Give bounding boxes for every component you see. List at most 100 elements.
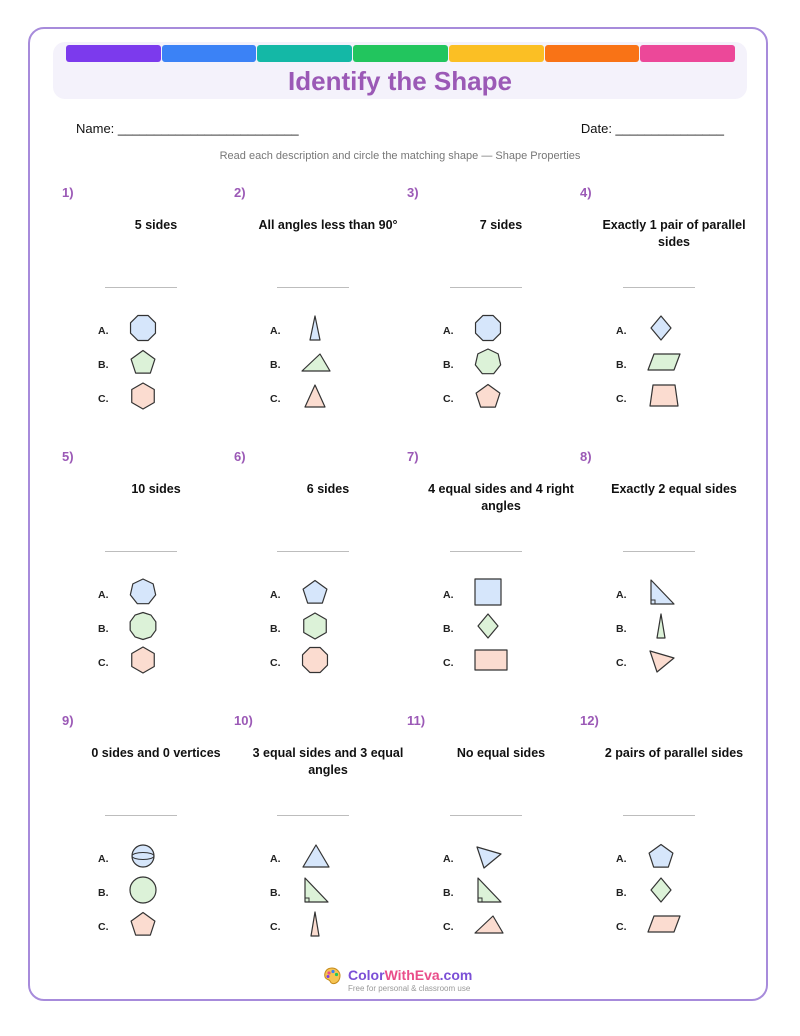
acute-triangle-tall-icon[interactable] [300, 313, 330, 343]
choice-letter: A. [616, 589, 627, 601]
answer-line[interactable] [277, 287, 349, 288]
choice-c[interactable]: C. [616, 381, 696, 415]
choice-a[interactable]: A. [98, 313, 178, 347]
pentagon-icon[interactable] [128, 347, 158, 377]
choice-letter: B. [270, 359, 281, 371]
choice-c[interactable]: C. [443, 909, 523, 943]
obtuse-triangle-icon[interactable] [473, 909, 505, 939]
brand-name[interactable]: ColorWithEva.com [348, 967, 473, 983]
choice-c[interactable]: C. [443, 645, 523, 679]
isosceles-triangle-tall-icon[interactable] [646, 611, 676, 641]
circle-icon[interactable] [128, 875, 158, 905]
rhombus-icon[interactable] [646, 313, 676, 343]
pentagon-icon[interactable] [128, 909, 158, 939]
choice-letter: B. [270, 623, 281, 635]
date-field[interactable]: Date: _______________ [580, 121, 724, 136]
choice-a[interactable]: A. [98, 841, 178, 875]
right-triangle-icon[interactable] [646, 577, 678, 607]
choice-b[interactable]: B. [98, 611, 178, 645]
choice-a[interactable]: A. [270, 313, 350, 347]
choice-letter: B. [98, 887, 109, 899]
choice-a[interactable]: A. [270, 841, 350, 875]
problem-description: 0 sides and 0 vertices [91, 746, 221, 760]
choice-c[interactable]: C. [616, 645, 696, 679]
choice-c[interactable]: C. [270, 645, 350, 679]
isosceles-triangle-icon[interactable] [300, 381, 330, 411]
choice-letter: B. [616, 359, 627, 371]
answer-line[interactable] [623, 287, 695, 288]
choice-a[interactable]: A. [616, 577, 696, 611]
pentagon-icon[interactable] [300, 577, 330, 607]
choice-b[interactable]: B. [270, 347, 350, 381]
choice-b[interactable]: B. [443, 347, 523, 381]
answer-line[interactable] [277, 551, 349, 552]
choice-b[interactable]: B. [616, 875, 696, 909]
pentagon-icon[interactable] [473, 381, 503, 411]
heptagon-icon[interactable] [128, 577, 158, 607]
choice-a[interactable]: A. [270, 577, 350, 611]
choice-a[interactable]: A. [443, 313, 523, 347]
octagon-icon[interactable] [128, 313, 158, 343]
instructions: Read each description and circle the mat… [219, 150, 581, 162]
choice-a[interactable]: A. [443, 577, 523, 611]
pentagon-icon[interactable] [646, 841, 676, 871]
choice-c[interactable]: C. [98, 381, 178, 415]
rhombus-icon[interactable] [473, 611, 503, 641]
square-icon[interactable] [473, 577, 503, 607]
answer-line[interactable] [623, 551, 695, 552]
choice-letter: A. [98, 853, 109, 865]
rectangle-icon[interactable] [473, 645, 509, 675]
choice-b[interactable]: B. [443, 875, 523, 909]
answer-line[interactable] [450, 287, 522, 288]
scalene-triangle-icon[interactable] [646, 645, 678, 675]
choice-c[interactable]: C. [98, 645, 178, 679]
choice-letter: C. [98, 393, 109, 405]
parallelogram-icon[interactable] [646, 909, 682, 939]
choice-b[interactable]: B. [98, 875, 178, 909]
choice-letter: B. [443, 359, 454, 371]
choice-a[interactable]: A. [616, 841, 696, 875]
answer-line[interactable] [105, 815, 177, 816]
choice-c[interactable]: C. [270, 909, 350, 943]
choice-b[interactable]: B. [270, 875, 350, 909]
octagon-icon[interactable] [300, 645, 330, 675]
right-triangle-icon[interactable] [473, 875, 505, 905]
choice-b[interactable]: B. [270, 611, 350, 645]
choice-a[interactable]: A. [616, 313, 696, 347]
sphere-icon[interactable] [128, 841, 158, 871]
answer-line[interactable] [277, 815, 349, 816]
choice-a[interactable]: A. [443, 841, 523, 875]
answer-line[interactable] [450, 551, 522, 552]
choice-b[interactable]: B. [443, 611, 523, 645]
choice-b[interactable]: B. [616, 611, 696, 645]
choice-c[interactable]: C. [98, 909, 178, 943]
choice-c[interactable]: C. [443, 381, 523, 415]
choice-c[interactable]: C. [616, 909, 696, 943]
right-triangle-icon[interactable] [300, 875, 332, 905]
isosceles-triangle-tall-icon[interactable] [300, 909, 330, 939]
choice-a[interactable]: A. [98, 577, 178, 611]
answer-line[interactable] [105, 287, 177, 288]
answer-line[interactable] [623, 815, 695, 816]
obtuse-triangle-icon[interactable] [300, 347, 332, 377]
parallelogram-icon[interactable] [646, 347, 682, 377]
heptagon-icon[interactable] [473, 347, 503, 377]
rhombus-icon[interactable] [646, 875, 676, 905]
answer-line[interactable] [450, 815, 522, 816]
choice-b[interactable]: B. [616, 347, 696, 381]
octagon-icon[interactable] [473, 313, 503, 343]
scalene-triangle-icon[interactable] [473, 841, 505, 871]
name-field[interactable]: Name: _________________________ [76, 121, 299, 136]
decagon-icon[interactable] [128, 611, 158, 641]
trapezoid-icon[interactable] [646, 381, 682, 411]
choice-c[interactable]: C. [270, 381, 350, 415]
hexagon-icon[interactable] [300, 611, 330, 641]
color-bar-segment [66, 45, 161, 62]
hexagon-icon[interactable] [128, 645, 158, 675]
equilateral-triangle-icon[interactable] [300, 841, 332, 871]
choice-b[interactable]: B. [98, 347, 178, 381]
hexagon-icon[interactable] [128, 381, 158, 411]
answer-line[interactable] [105, 551, 177, 552]
